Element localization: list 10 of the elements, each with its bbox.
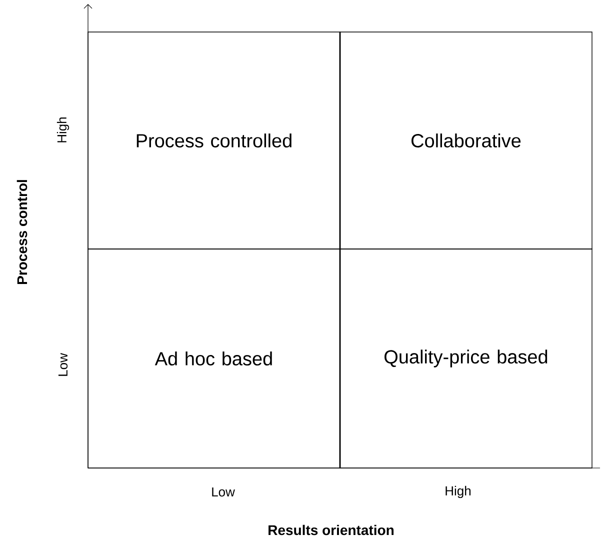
axis-tick-label: High: [56, 117, 70, 142]
quadrant-box: Ad hoc based: [88, 248, 340, 468]
axis-tick-label: Low: [212, 487, 235, 497]
axis-tick-label: High: [446, 486, 471, 498]
axis-tick-label: Low: [58, 353, 68, 376]
quadrant-box: Collaborative: [340, 32, 592, 250]
quadrant-box: Quality-price based: [340, 248, 592, 468]
axis-title: Results orientation: [268, 524, 394, 536]
axis-title: Process control: [16, 180, 28, 284]
quadrant-box: Process controlled: [88, 32, 340, 250]
